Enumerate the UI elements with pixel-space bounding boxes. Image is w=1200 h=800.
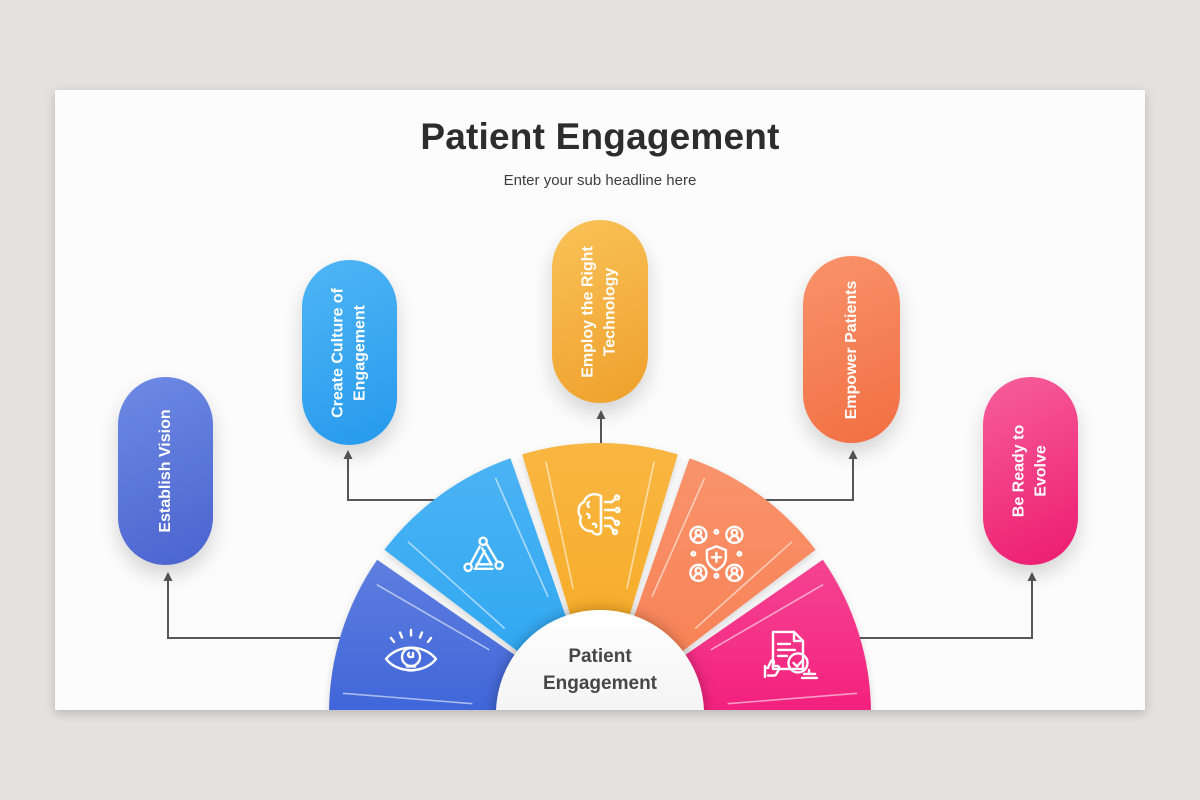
fan-diagram: [163, 410, 1037, 710]
segment-accent-line: [407, 541, 506, 630]
pill-empower-patients: Empower Patients: [803, 256, 900, 443]
slide-subtitle: Enter your sub headline here: [503, 172, 697, 189]
connector-be-ready-to-evolve: [840, 572, 1037, 643]
segment-accent-line: [545, 461, 574, 590]
connector-arrow-icon: [343, 450, 353, 459]
segment-accent-line: [727, 692, 858, 705]
pill-be-ready-to-evolve: Be Ready to Evolve: [983, 377, 1078, 565]
pill-establish-vision: Establish Vision: [118, 377, 213, 565]
connector-arrow-icon: [163, 572, 173, 581]
vision-icon: [384, 628, 438, 672]
brain-circuit-icon: [577, 493, 621, 536]
patients-shield-icon: [689, 525, 744, 583]
approval-document-icon: [763, 630, 819, 680]
connector-establish-vision: [163, 572, 360, 643]
segment-accent-line: [694, 541, 793, 630]
pill-employ-the-right-technology: Employ the Right Technology: [552, 220, 648, 403]
segment-accent-line: [342, 692, 473, 705]
connector-arrow-icon: [1027, 572, 1037, 581]
fan-center-label: Patient Engagement: [542, 646, 658, 694]
segment-accent-line: [710, 583, 824, 651]
fan-segment-employ-the-right-technology: [522, 443, 678, 710]
pill-label: Establish Vision: [156, 409, 174, 533]
pill-label: Employ the Right Technology: [579, 245, 619, 378]
connector-empower-patients: [748, 450, 858, 505]
segment-accent-line: [494, 477, 549, 598]
teamwork-hands-icon: [463, 536, 504, 573]
pill-label: Be Ready to Evolve: [1010, 424, 1050, 518]
segment-accent-line: [626, 461, 655, 590]
pill-label: Create Culture of Engagement: [329, 287, 369, 418]
slide: Patient Engagement Enter your sub headli…: [55, 90, 1145, 710]
connector-arrow-icon: [848, 450, 858, 459]
connector-arrow-icon: [596, 410, 606, 419]
pill-label: Empower Patients: [842, 280, 860, 419]
slide-title: Patient Engagement: [420, 116, 780, 157]
connector-create-culture-of-engagement: [343, 450, 453, 505]
pill-create-culture-of-engagement: Create Culture of Engagement: [302, 260, 397, 445]
segment-accent-line: [651, 477, 706, 598]
fan-center-circle: [496, 610, 704, 710]
segment-accent-line: [376, 583, 490, 651]
